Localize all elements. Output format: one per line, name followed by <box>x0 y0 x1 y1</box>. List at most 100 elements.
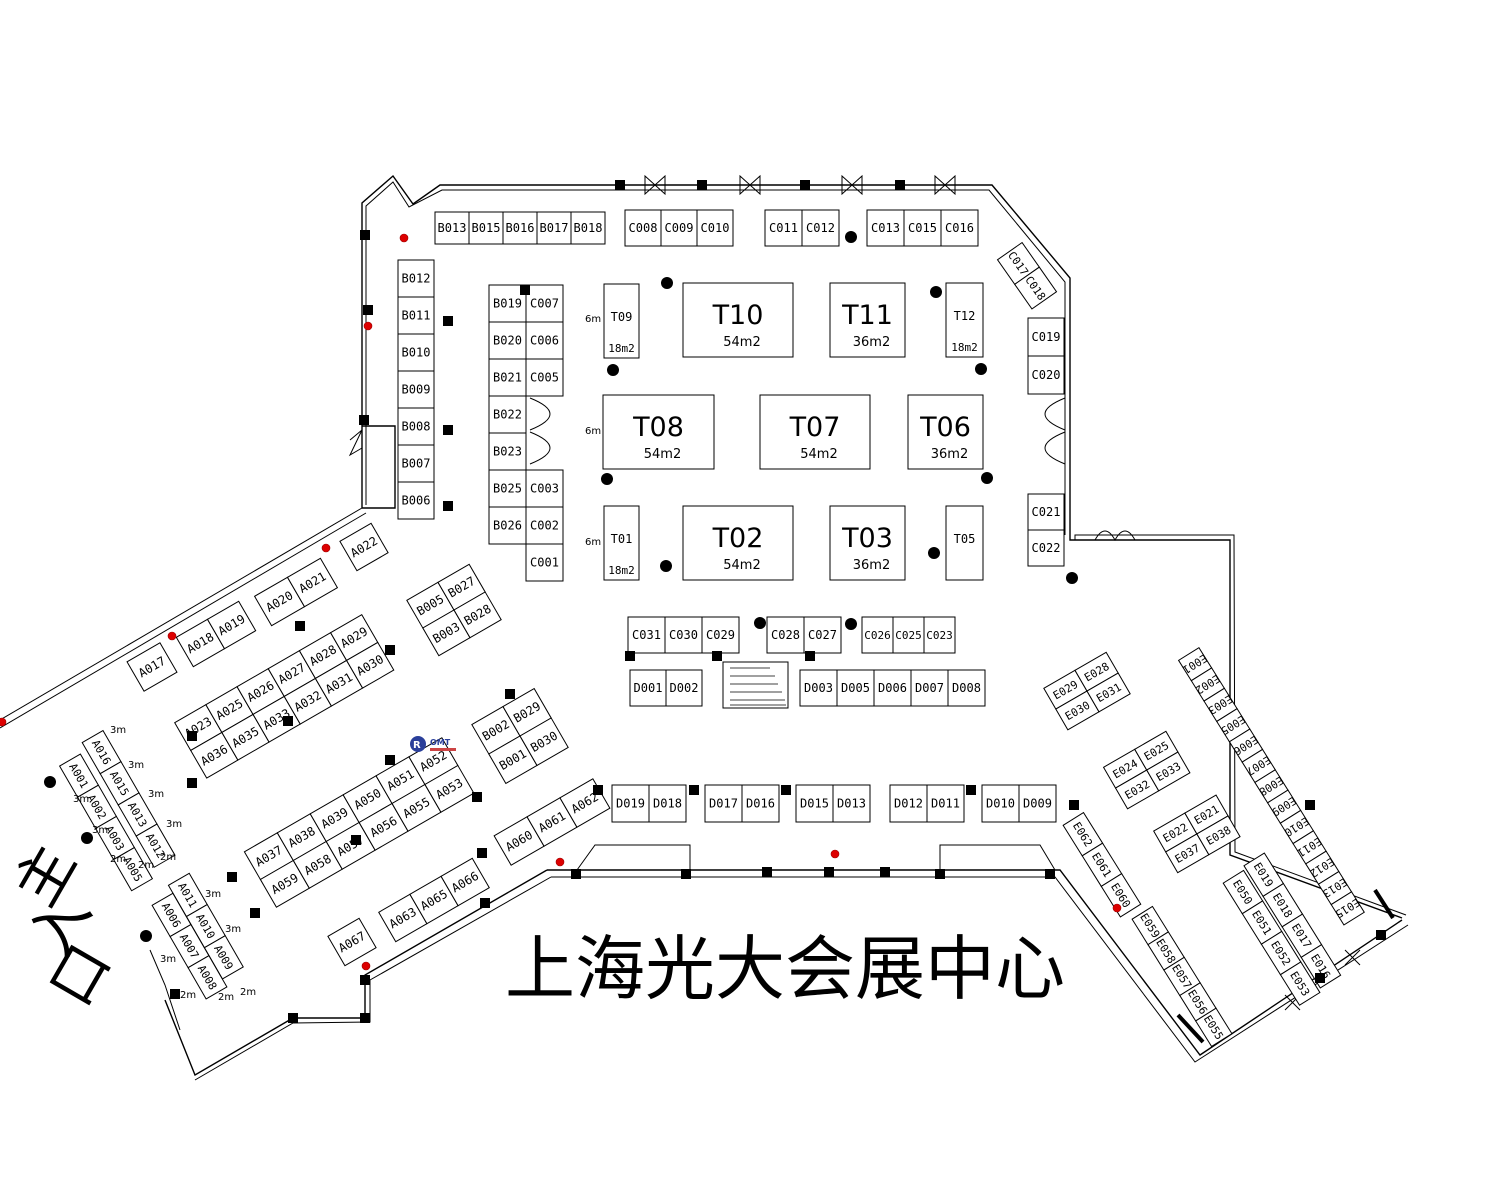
booth-e013[interactable]: E013 <box>1317 870 1353 906</box>
booth-a006[interactable]: A006 <box>151 892 192 938</box>
booth-e031[interactable]: E031 <box>1086 672 1131 713</box>
booth-c020[interactable]: C020 <box>1027 355 1065 395</box>
booth-c019[interactable]: C019 <box>1027 317 1065 357</box>
booth-d001[interactable]: D001 <box>629 669 667 707</box>
booth-c011[interactable]: C011 <box>764 209 803 247</box>
booth-b013[interactable]: B013 <box>434 211 470 245</box>
booth-b003[interactable]: B003 <box>422 609 471 657</box>
booth-e060[interactable]: E060 <box>1100 872 1142 918</box>
booth-c029[interactable]: C029 <box>701 616 740 654</box>
booth-d012[interactable]: D012 <box>889 784 928 823</box>
booth-b015[interactable]: B015 <box>468 211 504 245</box>
booth-a019[interactable]: A019 <box>206 600 257 650</box>
booth-a013[interactable]: A013 <box>117 792 158 837</box>
booth-a038[interactable]: A038 <box>276 813 327 862</box>
booth-a031[interactable]: A031 <box>314 659 364 707</box>
booth-b007[interactable]: B007 <box>397 444 435 483</box>
booth-a021[interactable]: A021 <box>286 557 339 608</box>
booth-a037[interactable]: A037 <box>243 832 294 881</box>
booth-c008[interactable]: C008 <box>624 209 662 247</box>
booth-c027[interactable]: C027 <box>803 616 842 654</box>
booth-d013[interactable]: D013 <box>832 784 871 823</box>
booth-c012[interactable]: C012 <box>801 209 840 247</box>
booth-a067[interactable]: A067 <box>327 917 377 967</box>
booth-a016[interactable]: A016 <box>81 729 122 775</box>
booth-d018[interactable]: D018 <box>648 784 687 823</box>
booth-a063[interactable]: A063 <box>378 893 428 943</box>
booth-c017[interactable]: C017 <box>996 241 1040 286</box>
booth-a020[interactable]: A020 <box>253 576 306 627</box>
booth-c006[interactable]: C006 <box>525 321 564 360</box>
booth-e037[interactable]: E037 <box>1165 833 1210 874</box>
booth-b026[interactable]: B026 <box>488 506 527 545</box>
booth-d006[interactable]: D006 <box>873 669 912 707</box>
booth-d002[interactable]: D002 <box>665 669 703 707</box>
booth-b020[interactable]: B020 <box>488 321 527 360</box>
booth-b017[interactable]: B017 <box>536 211 572 245</box>
booth-a057[interactable]: A057 <box>325 821 376 870</box>
booth-c007[interactable]: C007 <box>525 284 564 323</box>
booth-e052[interactable]: E052 <box>1260 930 1302 976</box>
booth-c016[interactable]: C016 <box>940 209 979 247</box>
booth-b023[interactable]: B023 <box>488 432 527 471</box>
booth-c003[interactable]: C003 <box>525 469 564 508</box>
booth-c001[interactable]: C001 <box>525 543 564 582</box>
booth-e033[interactable]: E033 <box>1146 751 1191 792</box>
booth-b021[interactable]: B021 <box>488 358 527 397</box>
booth-a022[interactable]: A022 <box>339 522 389 572</box>
booth-b028[interactable]: B028 <box>453 591 502 639</box>
booth-b010[interactable]: B010 <box>397 333 435 372</box>
booth-a066[interactable]: A066 <box>440 857 490 907</box>
booth-e056[interactable]: E056 <box>1179 982 1217 1022</box>
booth-a017[interactable]: A017 <box>126 642 178 692</box>
booth-d011[interactable]: D011 <box>926 784 965 823</box>
booth-a001[interactable]: A001 <box>58 753 100 798</box>
booth-c021[interactable]: C021 <box>1027 493 1065 531</box>
booth-d010[interactable]: D010 <box>981 784 1020 823</box>
booth-c018[interactable]: C018 <box>1014 266 1058 310</box>
booth-a012[interactable]: A012 <box>135 823 176 868</box>
booth-d016[interactable]: D016 <box>741 784 780 823</box>
booth-d017[interactable]: D017 <box>704 784 743 823</box>
booth-a058[interactable]: A058 <box>292 840 343 889</box>
booth-a059[interactable]: A059 <box>259 859 310 908</box>
booth-b002[interactable]: B002 <box>471 705 521 755</box>
booth-a032[interactable]: A032 <box>283 677 333 725</box>
booth-c013[interactable]: C013 <box>866 209 905 247</box>
booth-b011[interactable]: B011 <box>397 296 435 335</box>
booth-b006[interactable]: B006 <box>397 481 435 520</box>
booth-c022[interactable]: C022 <box>1027 529 1065 567</box>
booth-d009[interactable]: D009 <box>1018 784 1057 823</box>
booth-a061[interactable]: A061 <box>526 797 578 847</box>
booth-c015[interactable]: C015 <box>903 209 942 247</box>
booth-a005[interactable]: A005 <box>112 846 154 892</box>
booth-a060[interactable]: A060 <box>493 816 545 866</box>
booth-c002[interactable]: C002 <box>525 506 564 545</box>
booth-a053[interactable]: A053 <box>424 764 475 813</box>
booth-a008[interactable]: A008 <box>187 955 228 1000</box>
booth-c023[interactable]: C023 <box>923 616 956 654</box>
booth-c025[interactable]: C025 <box>892 616 925 654</box>
booth-b008[interactable]: B008 <box>397 407 435 446</box>
booth-c009[interactable]: C009 <box>660 209 698 247</box>
booth-c028[interactable]: C028 <box>766 616 805 654</box>
booth-b012[interactable]: B012 <box>397 259 435 298</box>
booth-b022[interactable]: B022 <box>488 395 527 434</box>
booth-t05[interactable]: T05 <box>945 505 984 581</box>
booth-c005[interactable]: C005 <box>525 358 564 397</box>
booth-b009[interactable]: B009 <box>397 370 435 409</box>
booth-a015[interactable]: A015 <box>99 761 140 806</box>
booth-d005[interactable]: D005 <box>836 669 875 707</box>
booth-c031[interactable]: C031 <box>627 616 666 654</box>
booth-e050[interactable]: E050 <box>1222 869 1264 915</box>
booth-e038[interactable]: E038 <box>1196 815 1241 856</box>
booth-c010[interactable]: C010 <box>696 209 734 247</box>
booth-c030[interactable]: C030 <box>664 616 703 654</box>
booth-e021[interactable]: E021 <box>1184 794 1229 835</box>
